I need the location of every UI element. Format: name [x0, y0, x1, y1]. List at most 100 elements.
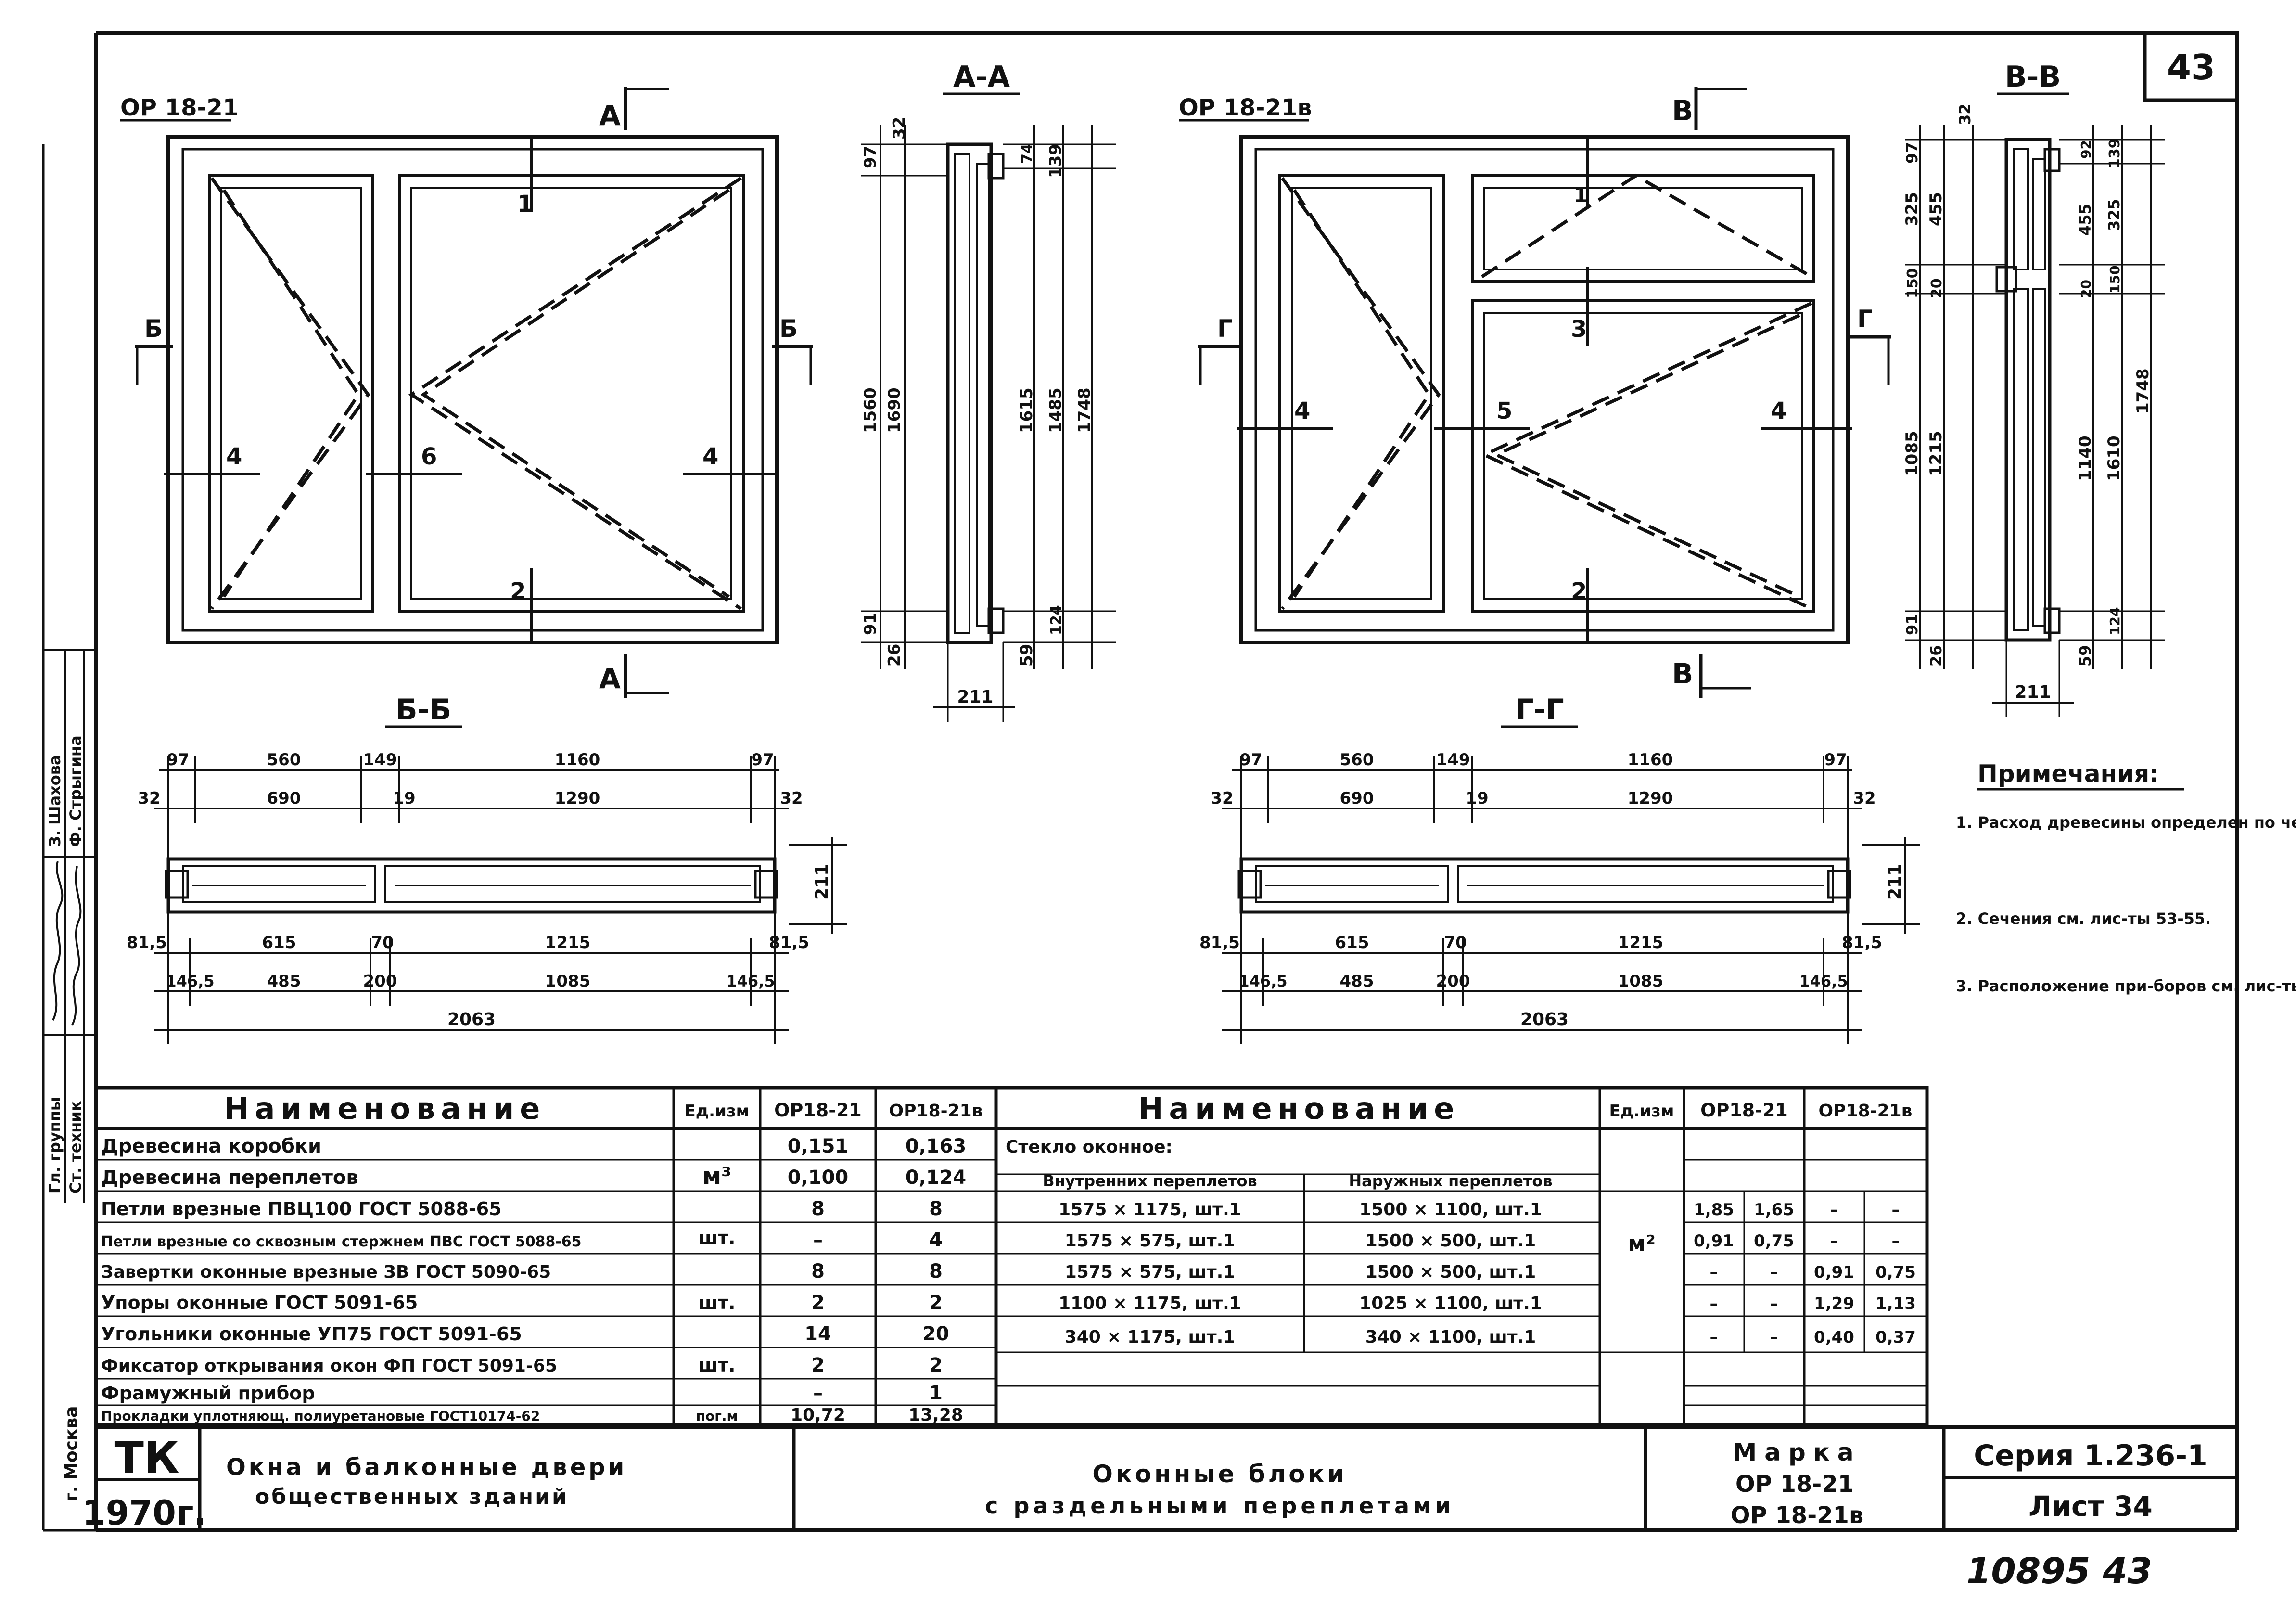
- drawing-label: 0,37: [1875, 1328, 1916, 1347]
- drawing-label: –: [1710, 1328, 1718, 1347]
- drawing-label: 8: [811, 1260, 825, 1282]
- drawing-label: 81,5: [769, 933, 809, 952]
- drawing-label: 8: [929, 1198, 943, 1220]
- drawing-label: 20: [1928, 278, 1945, 298]
- drawing-label: 150: [1904, 268, 1921, 298]
- left-row-lines: [96, 1159, 996, 1406]
- drawing-label: 1575 × 575, шт.1: [1065, 1231, 1236, 1251]
- handwritten-number: 10895 43: [1966, 1551, 2152, 1592]
- drawing-label: 1: [517, 191, 533, 218]
- drawing-label: 0,91: [1814, 1263, 1854, 1282]
- window-op18-21-elevation: ОР 18-21 1 2 4 4 6 А А Б Б: [120, 87, 813, 698]
- view-label-op2: ОР 18-21в: [1179, 94, 1312, 121]
- drawing-label: А: [599, 99, 621, 132]
- drawing-label: 1615: [1017, 387, 1036, 433]
- drawing-label: 3: [1571, 316, 1587, 343]
- drawing-label: 13,28: [908, 1405, 963, 1425]
- drawing-label: 97: [751, 750, 774, 769]
- drawing-label: 615: [262, 933, 296, 952]
- drawing-label: –: [1770, 1294, 1778, 1313]
- note-1: 1. Расход древесины определен по чер-нов…: [1956, 813, 2296, 832]
- drawing-label: 10,72: [791, 1405, 845, 1425]
- drawing-label: Угольники оконные УП75 ГОСТ 5091-65: [101, 1323, 522, 1345]
- drawing-label: 0,91: [1694, 1231, 1734, 1251]
- drawing-label: 5: [1496, 398, 1512, 424]
- drawing-label: 149: [1436, 750, 1470, 769]
- page-number: 43: [2167, 47, 2215, 88]
- drawing-label: 455: [1926, 192, 1946, 226]
- drawing-label: А: [599, 662, 621, 695]
- drawing-label: 19: [1466, 789, 1488, 808]
- drawing-label: 560: [267, 750, 301, 769]
- drawing-label: 1500 × 500, шт.1: [1365, 1262, 1536, 1282]
- drawing-label: 325: [1902, 192, 1922, 226]
- drawing-label: Петли врезные со сквозным стержнем ПВС Г…: [101, 1233, 582, 1250]
- drawing-label: 0,151: [788, 1135, 849, 1157]
- drawing-label: 32: [890, 117, 909, 140]
- drawing-label: 1100 × 1175, шт.1: [1059, 1294, 1241, 1313]
- drawing-label: 139: [1046, 144, 1065, 178]
- drawing-label: 1: [1573, 183, 1588, 207]
- window-op18-21v-elevation: ОР 18-21в 1 3 2 4 4 5 В В Г: [1179, 87, 1891, 698]
- drawing-label: 0,40: [1814, 1328, 1854, 1347]
- stamp-name-2: Ф. Стрыгина: [66, 735, 85, 847]
- drawing-label: 2063: [1520, 1010, 1569, 1029]
- drawing-label: 32: [138, 789, 160, 808]
- drawing-label: 2: [1571, 578, 1587, 605]
- drawing-label: 0,163: [906, 1135, 967, 1157]
- drawing-label: 97: [861, 146, 880, 168]
- drawing-label: 8: [811, 1198, 825, 1220]
- tk-label: ТК: [115, 1433, 179, 1483]
- section-aa-title: А-А: [953, 60, 1010, 94]
- drawing-label: 19: [393, 789, 415, 808]
- drawing-label: 146,5: [1238, 972, 1287, 990]
- drawing-label: 1,65: [1754, 1200, 1794, 1219]
- drawing-label: 1500 × 1100, шт.1: [1359, 1200, 1542, 1219]
- drawing-label: 74: [1019, 143, 1036, 164]
- drawing-label: 211: [812, 864, 832, 900]
- drawing-label: –: [1770, 1328, 1778, 1347]
- signature-2: [71, 866, 82, 1026]
- drawing-label: 97: [1824, 750, 1847, 769]
- drawing-label: 150: [2107, 266, 2123, 294]
- drawing-label: 26: [1927, 645, 1945, 667]
- drawing-label: Б: [144, 315, 163, 343]
- year-label: 1970г.: [82, 1493, 206, 1533]
- drawing-label: 91: [861, 613, 880, 635]
- drawing-label: Петли врезные ПВЦ100 ГОСТ 5088-65: [101, 1198, 502, 1219]
- drawing-label: шт.: [699, 1355, 736, 1376]
- drawing-label: шт.: [699, 1292, 736, 1313]
- drawing-label: 20: [2078, 280, 2094, 298]
- drawing-label: 1290: [1628, 789, 1673, 808]
- drawing-label: м²: [1628, 1231, 1656, 1257]
- left-header-op1: ОР18-21: [774, 1100, 862, 1121]
- subject-line-2: с раздельными переплетами: [985, 1493, 1454, 1519]
- drawing-label: Г: [1857, 305, 1873, 333]
- drawing-label: 59: [1017, 644, 1036, 667]
- drawing-label: Древесина коробки: [101, 1135, 321, 1157]
- drawing-label: 1160: [555, 750, 600, 769]
- drawing-label: –: [813, 1382, 823, 1404]
- drawing-label: Фиксатор открывания окон ФП ГОСТ 5091-65: [101, 1356, 557, 1376]
- drawing-label: 81,5: [127, 933, 167, 952]
- drawing-label: 4: [226, 443, 242, 470]
- drawing-label: 1215: [545, 933, 591, 952]
- spec-table-right: Наименование Ед.изм ОР18-21 ОР18-21в Сте…: [994, 1086, 1929, 1426]
- plan-ticks-bb: [167, 756, 776, 1044]
- drawing-label: 14: [804, 1323, 831, 1345]
- drawing-label: 146,5: [726, 972, 775, 990]
- drawing-label: –: [1710, 1294, 1718, 1313]
- drawing-label: пог.м: [696, 1408, 738, 1424]
- drawing-label: 1,85: [1694, 1200, 1734, 1219]
- drawing-label: 1485: [1046, 387, 1065, 433]
- drawing-label: 149: [363, 750, 397, 769]
- drawing-label: Упоры оконные ГОСТ 5091-65: [101, 1292, 418, 1313]
- drawing-label: Фрамужный прибор: [101, 1383, 315, 1404]
- drawing-label: 211: [1885, 864, 1905, 900]
- drawing-label: 1748: [2133, 368, 2153, 414]
- drawing-label: 485: [1340, 972, 1374, 991]
- right-header-name: Наименование: [1138, 1091, 1460, 1126]
- drawing-label: В: [1672, 94, 1693, 127]
- plan-ticks-gg: [1240, 756, 1849, 1044]
- mark-1: ОР 18-21: [1735, 1471, 1854, 1498]
